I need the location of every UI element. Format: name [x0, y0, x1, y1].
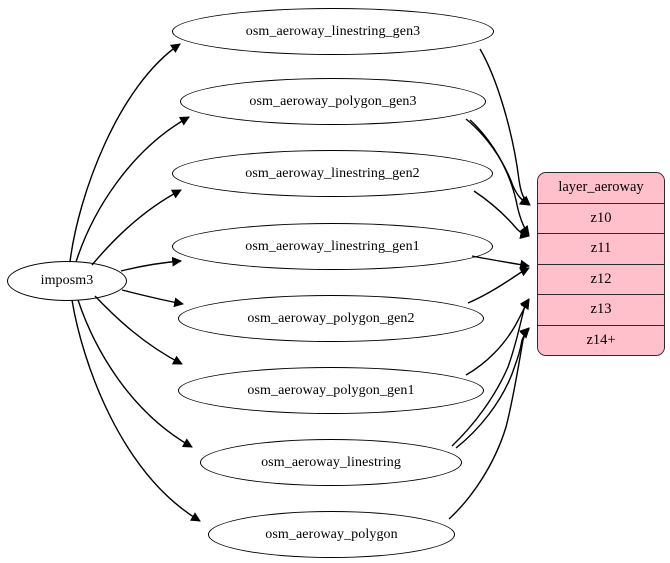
edge-imposm3-to-polygon-gen2 [121, 289, 184, 308]
node-osm-aeroway-polygon-gen3[interactable]: osm_aeroway_polygon_gen3 [180, 78, 486, 125]
node-layer-aeroway[interactable]: layer_aeroway z10 z11 z12 z13 z14+ [537, 172, 665, 356]
edge-linestring-gen1-to-z12 [471, 255, 530, 270]
edges-from-imposm3 [69, 43, 201, 522]
edge-polygon-gen3-to-z11 [469, 119, 530, 236]
edge-polygon-gen2-to-z12 [467, 267, 530, 304]
edge-imposm3-to-polygon-gen1 [94, 295, 183, 365]
layer-aeroway-row-z14plus[interactable]: z14+ [538, 325, 664, 355]
node-label: osm_aeroway_linestring_gen3 [245, 23, 421, 39]
edge-imposm3-to-polygon [71, 299, 201, 522]
node-imposm3[interactable]: imposm3 [7, 261, 127, 301]
layer-aeroway-row-z13[interactable]: z13 [538, 295, 664, 326]
node-osm-aeroway-linestring-gen1[interactable]: osm_aeroway_linestring_gen1 [172, 223, 493, 270]
edge-linestring-gen2-to-z11 [473, 190, 530, 240]
node-label: osm_aeroway_linestring_gen1 [245, 238, 420, 254]
edge-imposm3-to-linestring-gen1 [120, 256, 182, 272]
edge-polygon-to-z14 [448, 328, 530, 520]
edge-linestring-gen3-to-z10 [479, 48, 531, 206]
node-osm-aeroway-polygon[interactable]: osm_aeroway_polygon [208, 511, 455, 558]
edge-linestring-to-z13 [451, 298, 530, 447]
edge-imposm3-to-linestring-gen2 [91, 189, 182, 266]
node-osm-aeroway-linestring-gen2[interactable]: osm_aeroway_linestring_gen2 [172, 150, 493, 197]
node-label: osm_aeroway_polygon_gen3 [249, 93, 417, 109]
layer-aeroway-header: layer_aeroway [538, 173, 664, 204]
edge-imposm3-to-linestring-gen3 [69, 43, 181, 263]
edge-imposm3-to-linestring [77, 299, 193, 448]
node-osm-aeroway-polygon-gen2[interactable]: osm_aeroway_polygon_gen2 [178, 295, 484, 342]
edge-imposm3-to-polygon-gen3 [75, 116, 190, 263]
layer-aeroway-row-z10[interactable]: z10 [538, 203, 664, 234]
node-label: osm_aeroway_linestring [261, 454, 401, 470]
edges-to-layer-aeroway [448, 48, 531, 520]
layer-aeroway-row-z11[interactable]: z11 [538, 234, 664, 265]
node-imposm3-label: imposm3 [40, 273, 94, 288]
edge-polygon-gen3-to-z10 [465, 118, 530, 206]
node-label: osm_aeroway_polygon_gen1 [247, 382, 415, 398]
node-osm-aeroway-linestring-gen3[interactable]: osm_aeroway_linestring_gen3 [172, 8, 494, 55]
node-osm-aeroway-polygon-gen1[interactable]: osm_aeroway_polygon_gen1 [178, 367, 484, 414]
node-osm-aeroway-linestring[interactable]: osm_aeroway_linestring [200, 439, 462, 486]
node-label: osm_aeroway_linestring_gen2 [245, 165, 420, 181]
node-label: osm_aeroway_polygon [265, 526, 398, 542]
node-label: osm_aeroway_polygon_gen2 [247, 310, 415, 326]
layer-aeroway-row-z12[interactable]: z12 [538, 264, 664, 295]
